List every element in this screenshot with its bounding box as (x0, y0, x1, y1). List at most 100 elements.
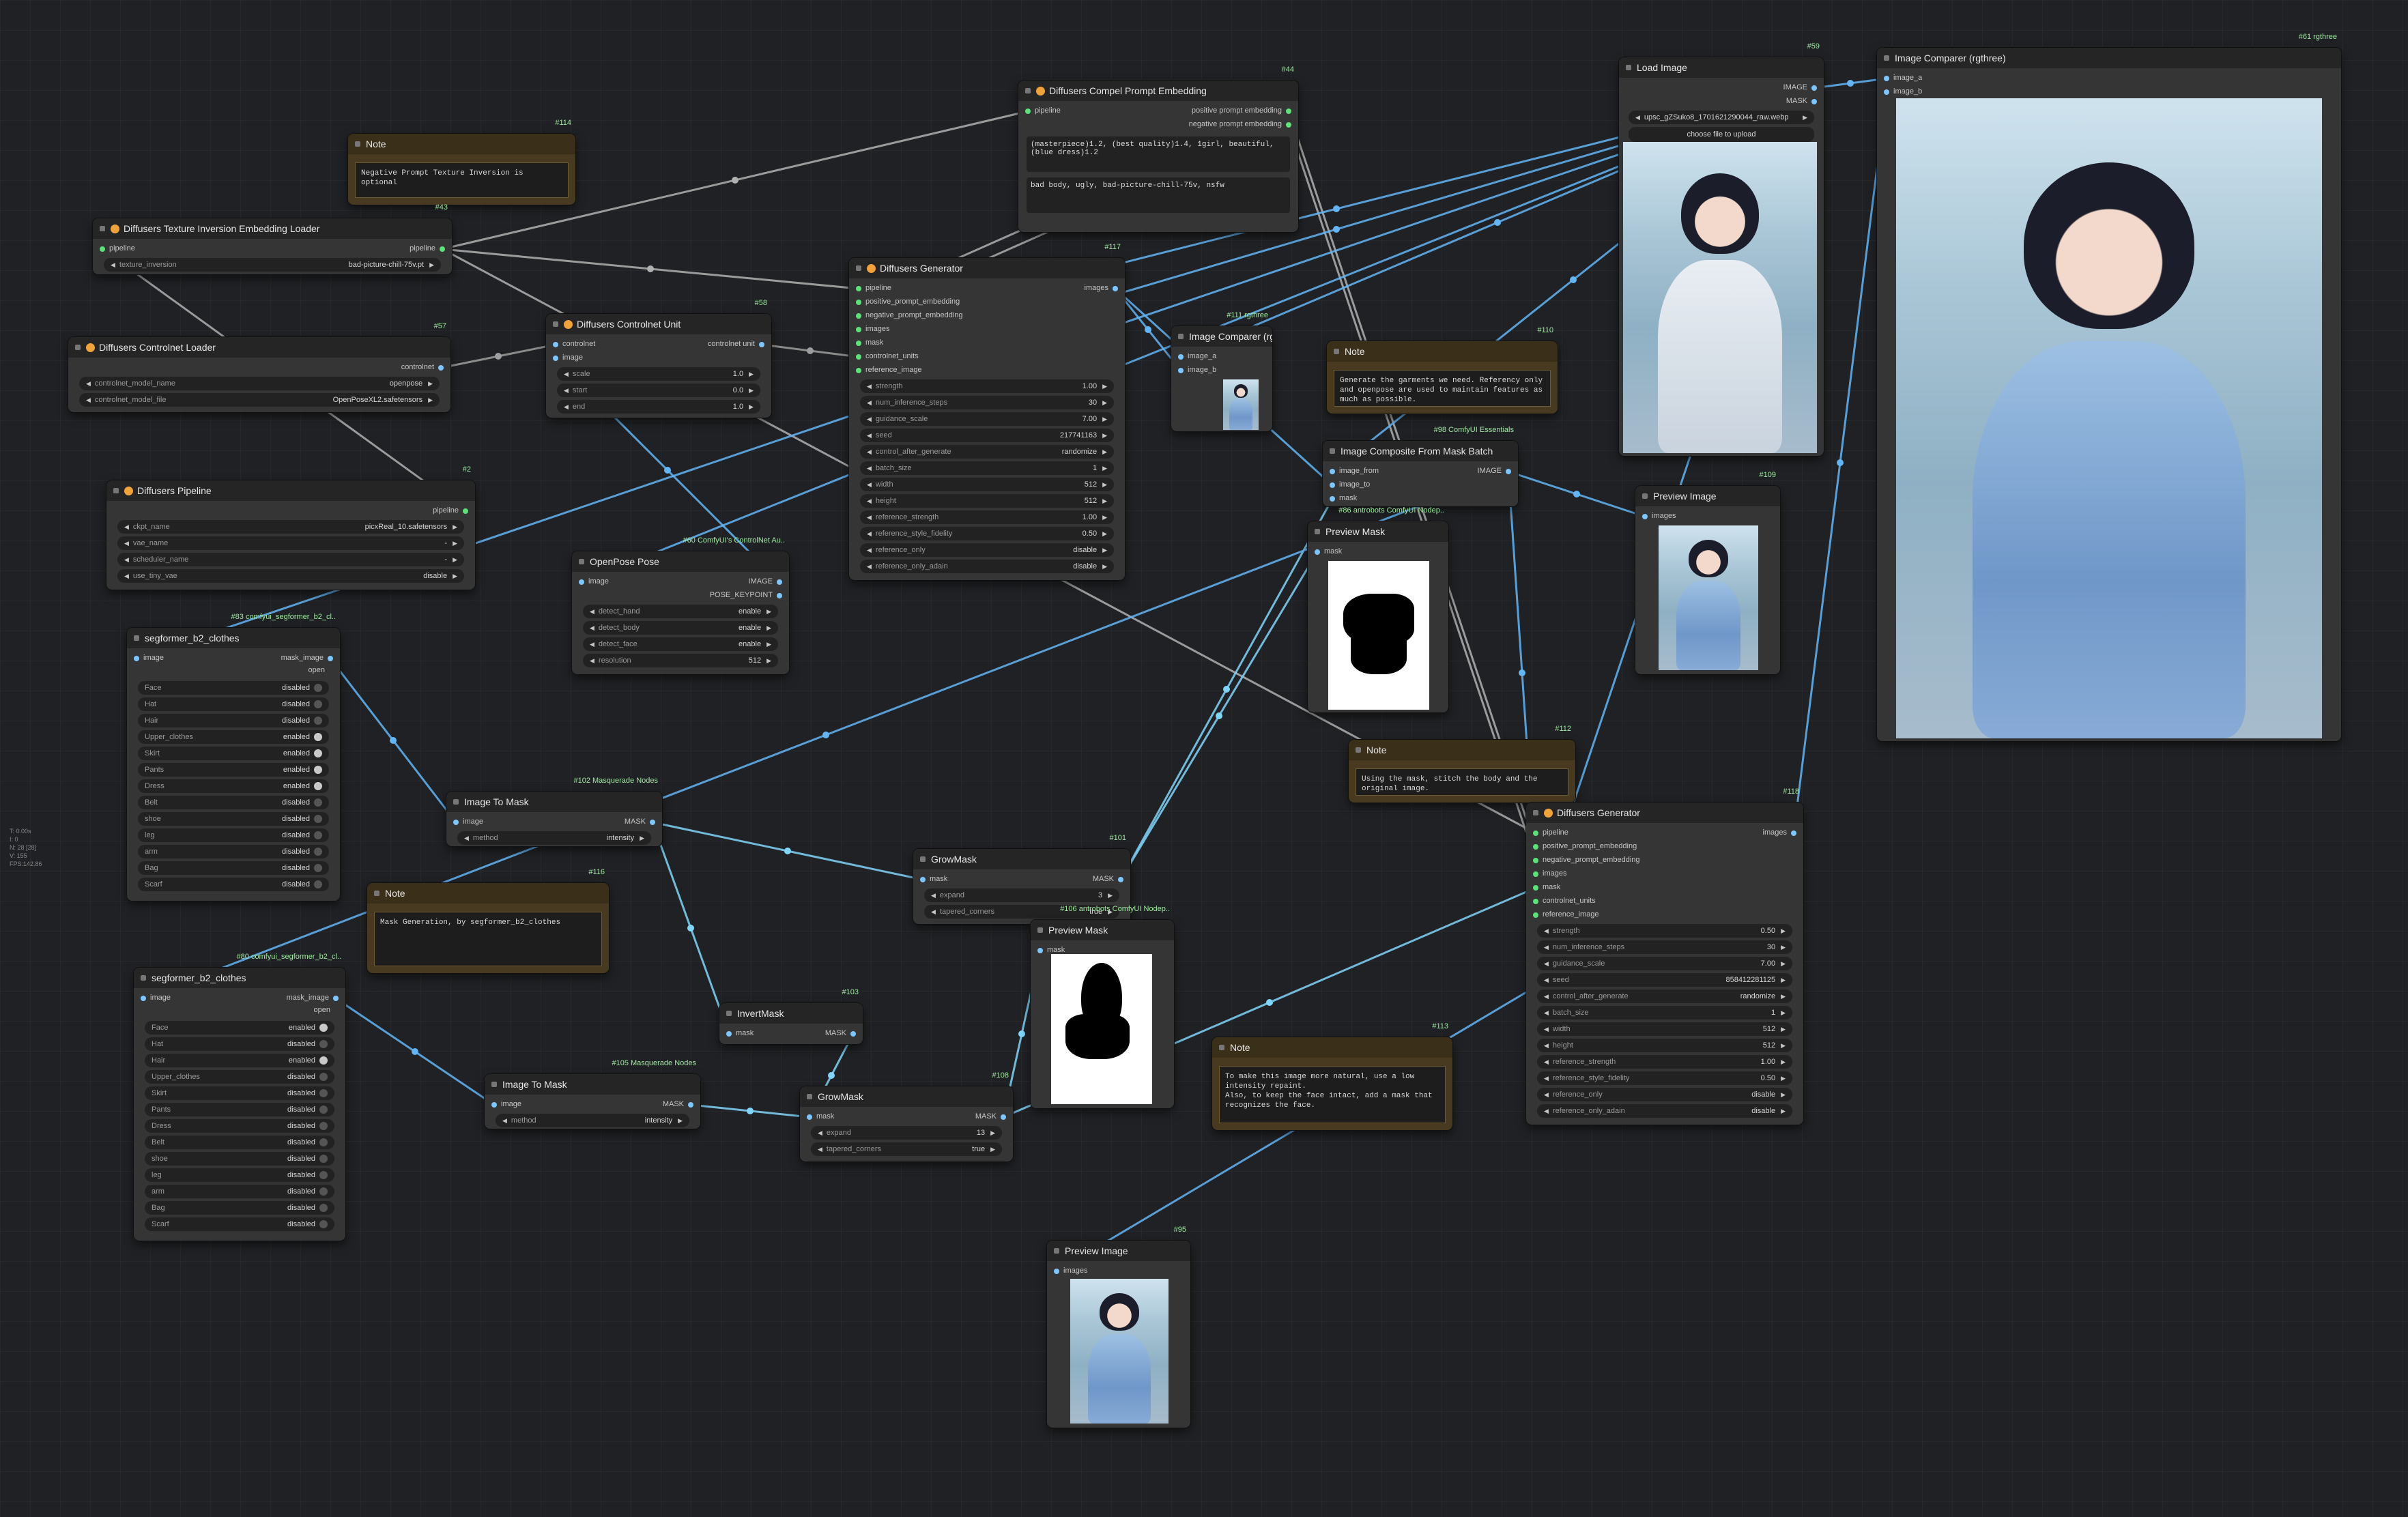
arrow-right-icon[interactable]: ▶ (1781, 976, 1786, 983)
arrow-right-icon[interactable]: ▶ (749, 403, 754, 410)
arrow-right-icon[interactable]: ▶ (1102, 382, 1107, 390)
node-header[interactable]: Diffusers Controlnet Loader (68, 337, 450, 358)
input-port-image-to[interactable]: image_to (1330, 480, 1370, 489)
toggle-knob-icon[interactable] (319, 1187, 328, 1196)
arrow-right-icon[interactable]: ▶ (1781, 992, 1786, 1000)
arrow-right-icon[interactable]: ▶ (766, 624, 771, 631)
arrow-right-icon[interactable]: ▶ (1781, 943, 1786, 951)
arrow-right-icon[interactable]: ▶ (1102, 431, 1107, 439)
arrow-right-icon[interactable]: ▶ (1781, 959, 1786, 967)
input-port-image[interactable]: image (134, 654, 164, 662)
wire-midpoint-icon[interactable] (390, 737, 397, 744)
output-port-controlnet[interactable]: controlnet (401, 363, 444, 371)
arrow-left-icon[interactable]: ◀ (124, 539, 129, 547)
arrow-right-icon[interactable]: ▶ (749, 386, 754, 394)
collapse-dot-icon[interactable] (1642, 493, 1648, 499)
node-header[interactable]: Note (1349, 740, 1575, 760)
input-port-image[interactable]: image (553, 353, 583, 362)
wire-midpoint-icon[interactable] (1018, 1030, 1025, 1037)
wire-midpoint-icon[interactable] (1333, 205, 1340, 212)
input-port-mask[interactable]: mask (1315, 547, 1342, 555)
toggle-knob-icon[interactable] (319, 1056, 328, 1065)
arrow-left-icon[interactable]: ◀ (564, 403, 569, 410)
arrow-right-icon[interactable]: ▶ (1781, 1090, 1786, 1098)
node-header[interactable]: Image To Mask (446, 792, 662, 812)
arrow-left-icon[interactable]: ◀ (1544, 1074, 1549, 1082)
node-header[interactable]: Diffusers Generator (1526, 803, 1803, 823)
arrow-right-icon[interactable]: ▶ (453, 523, 457, 530)
toggle-knob-icon[interactable] (319, 1155, 328, 1163)
wire-midpoint-icon[interactable] (412, 1048, 418, 1055)
output-port-pose-keypoint[interactable]: POSE_KEYPOINT (710, 591, 783, 599)
arrow-left-icon[interactable]: ◀ (564, 370, 569, 377)
wire-24[interactable] (1119, 498, 1334, 880)
toggle-knob-icon[interactable] (319, 1171, 328, 1179)
arrow-left-icon[interactable]: ◀ (867, 497, 872, 504)
arrow-left-icon[interactable]: ◀ (818, 1145, 822, 1153)
arrow-left-icon[interactable]: ◀ (124, 523, 129, 530)
arrow-right-icon[interactable]: ▶ (428, 396, 433, 403)
wire-17[interactable] (1814, 77, 1887, 89)
arrow-left-icon[interactable]: ◀ (1544, 1090, 1549, 1098)
wire-midpoint-icon[interactable] (1494, 219, 1501, 226)
node-header[interactable]: Diffusers Compel Prompt Embedding (1018, 81, 1298, 101)
toggle-knob-icon[interactable] (319, 1138, 328, 1146)
arrow-left-icon[interactable]: ◀ (1544, 1041, 1549, 1049)
wire-midpoint-icon[interactable] (1837, 459, 1844, 466)
node-header[interactable]: segformer_b2_clothes (127, 628, 340, 648)
note-text[interactable]: To make this image more natural, use a l… (1219, 1066, 1446, 1123)
collapse-dot-icon[interactable] (579, 559, 584, 564)
toggle-knob-icon[interactable] (319, 1073, 328, 1081)
arrow-left-icon[interactable]: ◀ (590, 607, 594, 615)
output-port-image[interactable]: IMAGE (749, 577, 783, 586)
node-header[interactable]: Diffusers Controlnet Unit (546, 314, 771, 334)
wire-midpoint-icon[interactable] (807, 347, 814, 354)
collapse-dot-icon[interactable] (355, 141, 360, 147)
arrow-left-icon[interactable]: ◀ (86, 379, 91, 387)
input-port-controlnet-units[interactable]: controlnet_units (856, 352, 919, 360)
collapse-dot-icon[interactable] (920, 856, 926, 862)
wire-midpoint-icon[interactable] (1519, 669, 1525, 676)
arrow-right-icon[interactable]: ▶ (1781, 927, 1786, 934)
arrow-right-icon[interactable]: ▶ (453, 539, 457, 547)
wire-midpoint-icon[interactable] (1223, 686, 1230, 693)
toggle-knob-icon[interactable] (314, 815, 322, 823)
note-text[interactable]: Using the mask, stitch the body and the … (1356, 768, 1568, 796)
input-port-pipeline[interactable]: pipeline (1025, 106, 1061, 115)
toggle-knob-icon[interactable] (319, 1204, 328, 1212)
node-n44[interactable]: Diffusers Compel Prompt Embedding pipelin… (1018, 81, 1298, 232)
collapse-dot-icon[interactable] (374, 891, 379, 896)
node-header[interactable]: Image Comparer (rgthree) (1877, 48, 2341, 68)
input-port-image-a[interactable]: image_a (1884, 74, 1922, 82)
wire-midpoint-icon[interactable] (822, 732, 829, 738)
collapse-dot-icon[interactable] (100, 226, 105, 231)
collapse-dot-icon[interactable] (1219, 1045, 1224, 1050)
arrow-right-icon[interactable]: ▶ (1102, 546, 1107, 553)
arrow-left-icon[interactable]: ◀ (1544, 992, 1549, 1000)
input-port-pipeline[interactable]: pipeline (856, 284, 891, 292)
